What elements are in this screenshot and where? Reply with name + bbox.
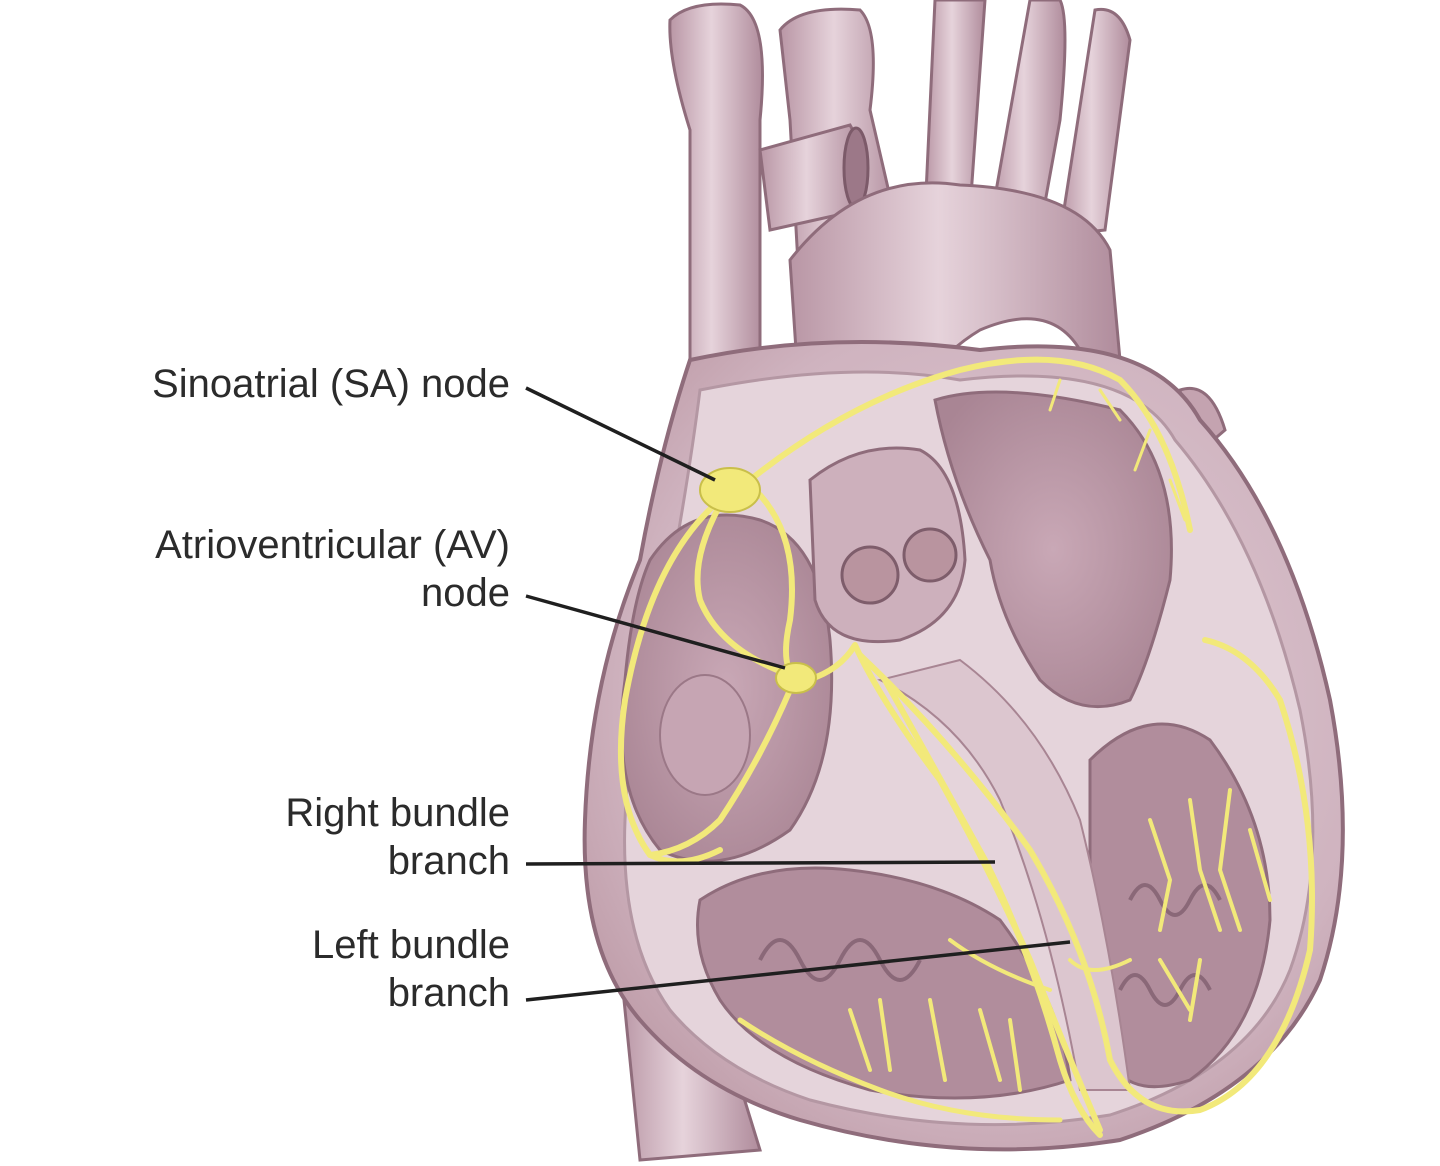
purkinje-fibers-right — [737, 1017, 1063, 1123]
internodal-pathway-anterior — [617, 497, 723, 865]
lbb-leader-line — [525, 940, 1071, 1002]
av-node-label: Atrioventricular (AV) node — [155, 523, 510, 615]
leader-lines — [525, 386, 1071, 1002]
left-bundle-branch-label: Left bundle branch — [312, 923, 510, 1015]
av-node-shape — [775, 662, 817, 694]
rbb-leader-line — [525, 860, 996, 866]
conduction-system — [617, 356, 1315, 1138]
aortic-arch-branch-2 — [988, 0, 1067, 232]
right-ventricle — [696, 866, 1072, 1100]
aortic-arch-branch-3 — [1058, 7, 1132, 237]
left-bundle-branch — [857, 637, 1315, 1115]
sa-node-shape — [699, 467, 761, 513]
right-bundle-branch-label: Right bundle branch — [285, 791, 510, 883]
sa-node-label: Sinoatrial (SA) node — [152, 362, 510, 406]
right-bundle-branch — [882, 677, 1103, 1138]
sa-leader-line — [525, 386, 716, 482]
bachmann-bundle — [747, 356, 1193, 533]
av-leader-line — [525, 594, 786, 670]
left-atrium — [933, 390, 1173, 709]
av-to-right-atrium — [647, 687, 793, 858]
superior-vena-cava — [668, 2, 764, 442]
